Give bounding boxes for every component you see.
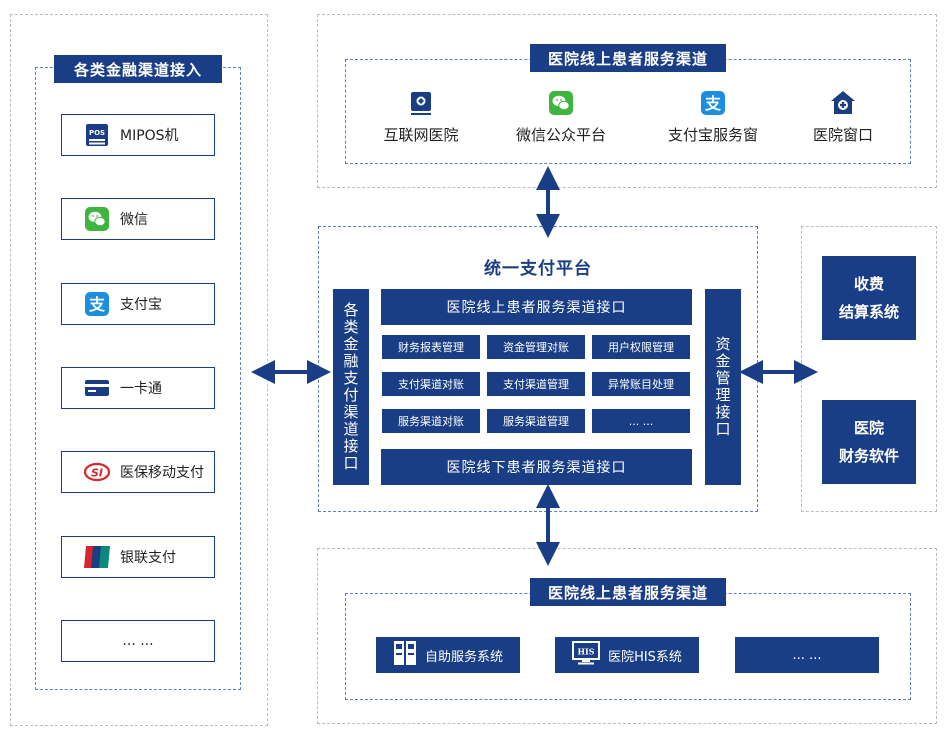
top-channel-label-hospital-window: 医院窗口 [812,126,873,144]
top-channel-wechat: 微信公众平台 [496,90,626,145]
unionpay-icon [84,544,110,570]
his-label: 医院HIS系统 [608,649,682,665]
channel-item-alipay: 支 支付宝 [61,283,215,325]
grid-cell-payment-reconcile: 支付渠道对账 [381,371,481,397]
function-grid: 财务报表管理 资金管理对账 用户权限管理 支付渠道对账 支付渠道管理 异常账目处… [381,334,692,434]
hospital-window-icon [830,90,856,116]
channel-label-card: 一卡通 [120,381,162,397]
grid-cell-payment-manage: 支付渠道管理 [486,371,586,397]
channel-label-wechat: 微信 [120,212,148,228]
top-channel-label-alipay: 支付宝服务窗 [667,126,758,144]
channel-label-unionpay: 银联支付 [120,550,176,566]
his-monitor-icon: HIS [572,641,601,669]
bottom-more-item: ... ... [735,637,879,673]
channel-item-wechat: 微信 [61,198,215,240]
grid-cell-service-manage: 服务渠道管理 [486,408,586,434]
svg-text:支: 支 [704,94,722,113]
center-panel-title: 统一支付平台 [484,259,592,279]
self-service-label: 自助服务系统 [424,649,503,665]
alipay-icon: 支 [700,90,726,116]
grid-cell-service-reconcile: 服务渠道对账 [381,408,481,434]
online-channel-interface-bar: 医院线上患者服务渠道接口 [381,289,692,325]
top-channel-label-internet-hospital: 互联网医院 [383,126,459,144]
kiosk-icon [393,640,417,670]
channel-label-medical-insurance: 医保移动支付 [120,465,204,481]
hospital-finance-software: 医院 财务软件 [822,400,916,484]
svg-text:SI: SI [91,467,103,480]
left-panel-title: 各类金融渠道接入 [54,55,222,83]
channel-item-card: 一卡通 [61,367,215,409]
financial-channel-interface-column: 各类金融支付渠道接口 [333,289,369,485]
grid-cell-user-permission: 用户权限管理 [591,334,691,360]
self-service-system: 自助服务系统 [376,637,520,673]
wechat-icon [84,206,110,232]
channel-label-mipos: MIPOS机 [120,128,179,144]
medical-insurance-icon: SI [84,459,110,485]
billing-settlement-system: 收费 结算系统 [822,256,916,340]
channel-label-more: ... ... [122,633,154,649]
bottom-more-label: ... ... [792,647,822,663]
grid-cell-more: ... ... [591,408,691,434]
channel-item-mipos: POS MIPOS机 [61,114,215,156]
alipay-icon: 支 [84,291,110,317]
top-channel-internet-hospital: 互联网医院 [356,90,486,145]
channel-label-alipay: 支付宝 [120,297,162,313]
grid-cell-fund-reconcile: 资金管理对账 [486,334,586,360]
card-icon [84,375,110,401]
pos-icon: POS [84,122,110,148]
bottom-panel-title: 医院线上患者服务渠道 [530,578,726,606]
svg-text:HIS: HIS [578,647,595,657]
top-channel-alipay: 支 支付宝服务窗 [648,90,778,145]
grid-cell-financial-report: 财务报表管理 [381,334,481,360]
internet-hospital-icon [408,90,434,116]
top-outer-frame [317,14,937,188]
svg-text:POS: POS [89,129,105,137]
channel-item-medical-insurance: SI 医保移动支付 [61,451,215,493]
grid-cell-exception-handle: 异常账目处理 [591,371,691,397]
top-channel-hospital-window: 医院窗口 [778,90,908,145]
channel-item-more: ... ... [61,620,215,662]
fund-management-interface-column: 资金管理接口 [705,289,741,485]
svg-text:支: 支 [88,295,106,314]
hospital-his-system: HIS 医院HIS系统 [555,637,699,673]
wechat-icon [548,90,574,116]
bottom-outer-frame [317,548,937,724]
channel-item-unionpay: 银联支付 [61,536,215,578]
top-channel-label-wechat: 微信公众平台 [515,126,606,144]
offline-channel-interface-bar: 医院线下患者服务渠道接口 [381,449,692,485]
top-panel-title: 医院线上患者服务渠道 [530,44,726,72]
